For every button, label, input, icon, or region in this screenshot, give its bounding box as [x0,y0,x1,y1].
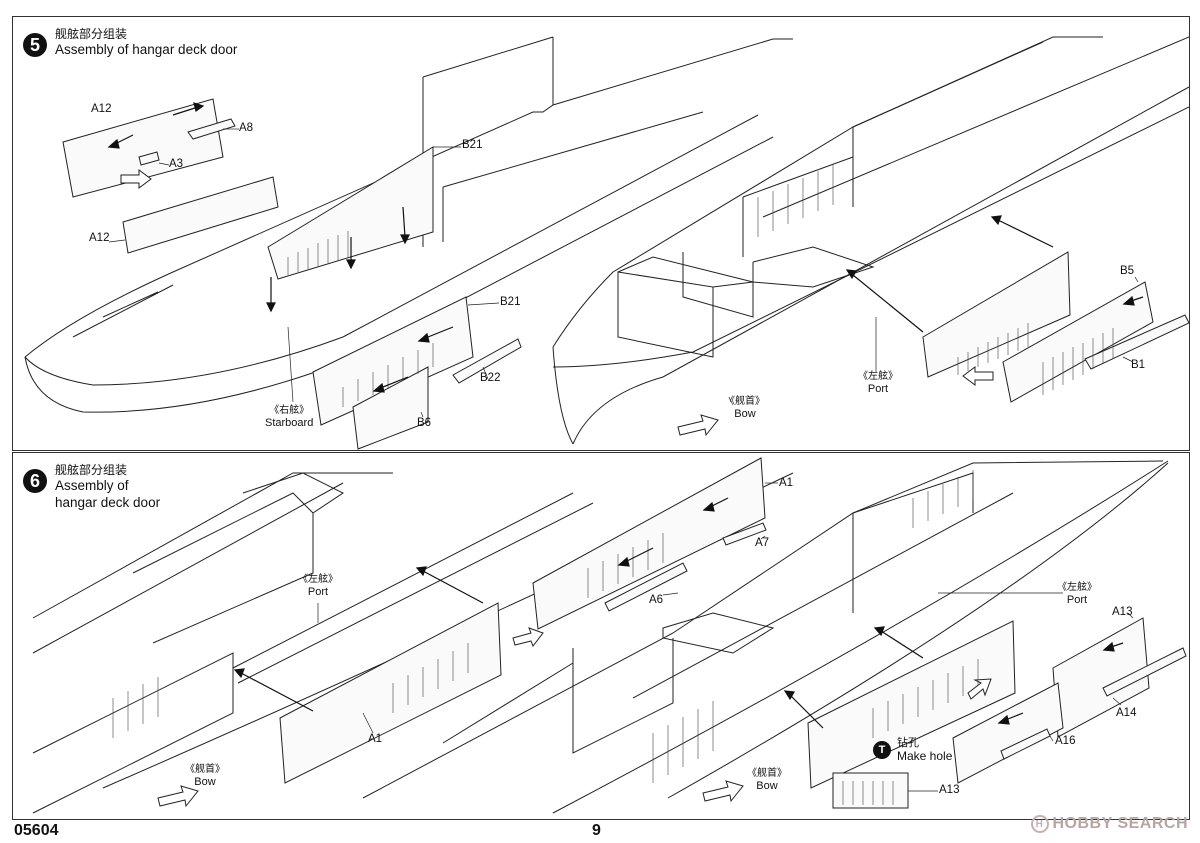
note-cn: 钻孔 [897,736,919,749]
watermark: H HOBBY SEARCH [1030,815,1189,833]
product-code: 05604 [14,822,59,839]
bow-label: 《舰首》 Bow [185,764,225,788]
note-en: Make hole [897,749,953,763]
part-label: A13 [939,784,960,796]
bow-label-2: 《舰首》 Bow [747,768,787,792]
bow-label: 《舰首》 Bow [725,396,765,420]
part-label: B21 [462,139,483,151]
part-label: A7 [755,537,770,549]
step-title-en-line2: hangar deck door [55,495,161,510]
part-label: A8 [239,122,254,134]
page-number: 9 [592,822,601,839]
step-6-drawing [32,457,1187,814]
part-label: A12 [89,232,110,244]
part-label: A12 [91,103,112,115]
part-label: B22 [480,372,501,384]
port-label-2: 《左舷》 Port [1057,582,1097,606]
part-label: A6 [649,594,664,606]
step-number-badge: 5 [23,33,47,57]
hobby-search-logo-icon: H [1030,815,1049,833]
port-label: 《左舷》 Port [858,371,898,395]
step-title-cn: 舰舷部分组装 [55,27,128,41]
step-6-header: 6 舰舷部分组装 Assembly of hangar deck door [23,463,160,511]
step-title-en: Assembly of hangar deck door [55,42,238,57]
make-hole-note: T 钻孔 Make hole [873,736,952,763]
watermark-text: HOBBY SEARCH [1052,815,1188,832]
part-label: A13 [1112,606,1133,618]
part-label: B6 [417,417,432,429]
starboard-label: 《右舷》 Starboard [265,405,314,429]
step-number-badge: 6 [23,469,47,493]
part-label: B5 [1120,265,1135,277]
drill-icon: T [873,740,891,759]
step-5-header: 5 舰舷部分组装 Assembly of hangar deck door [23,27,237,58]
part-label: A3 [169,158,184,170]
step-5-drawing [24,36,1189,450]
part-label: B1 [1131,359,1146,371]
part-label: A14 [1116,707,1137,719]
part-label: A1 [779,477,794,489]
step-title-en-line1: Assembly of [55,478,129,493]
part-label: A16 [1055,735,1076,747]
step-5-panel: 5 舰舷部分组装 Assembly of hangar deck door A1… [12,16,1190,451]
step-6-panel: 6 舰舷部分组装 Assembly of hangar deck door A1… [12,452,1190,820]
port-label: 《左舷》 Port [298,574,338,598]
part-label: B21 [500,296,521,308]
part-label: A1 [368,733,383,745]
step-title-cn: 舰舷部分组装 [55,463,128,477]
